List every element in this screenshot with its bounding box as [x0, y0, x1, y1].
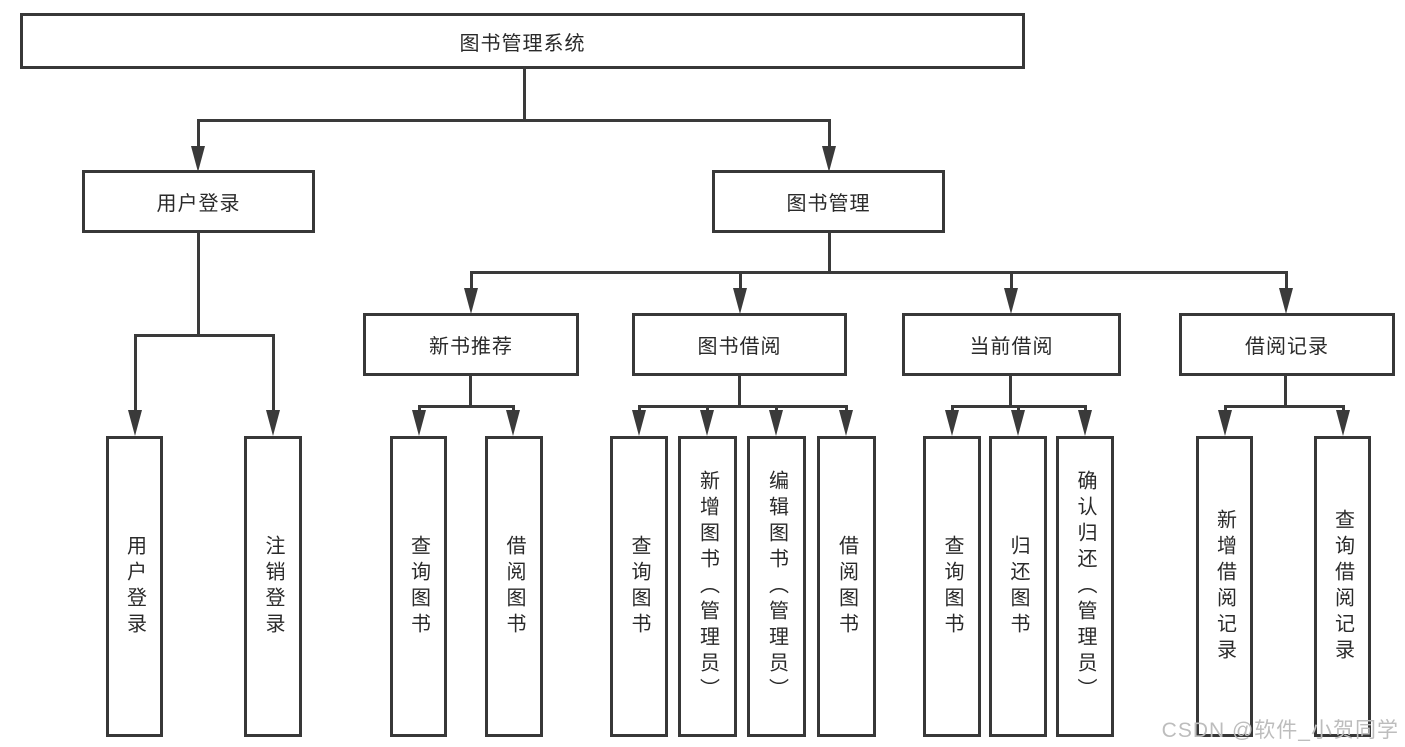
leaf-label: 查询图书 [628, 534, 650, 639]
leaf-label: 确认归还（管理员） [1074, 469, 1096, 704]
arrowhead-down-icon [839, 410, 853, 436]
arrowhead-down-icon [1078, 410, 1092, 436]
connector-line [1010, 271, 1013, 291]
leaf-label: 用户登录 [123, 534, 146, 639]
node-borrow-record: 借阅记录 [1179, 313, 1395, 376]
connector-line [470, 271, 473, 291]
connector-line [1017, 405, 1020, 413]
connector-line [638, 405, 848, 408]
leaf-label: 新增图书（管理员） [696, 469, 719, 704]
leaf-label: 编辑图书（管理员） [765, 469, 788, 704]
connector-line [197, 232, 200, 336]
connector-line [775, 405, 778, 413]
connector-line [418, 405, 421, 413]
leaf-borrow-books-recommend: 借阅图书 [485, 436, 543, 737]
connector-line [272, 334, 275, 413]
arrowhead-down-icon [266, 410, 280, 436]
arrowhead-down-icon [632, 410, 646, 436]
connector-line [197, 119, 200, 149]
node-current-borrow: 当前借阅 [902, 313, 1121, 376]
arrowhead-down-icon [769, 410, 783, 436]
connector-line [739, 271, 742, 291]
node-book-management: 图书管理 [712, 170, 945, 233]
arrowhead-down-icon [733, 288, 747, 314]
node-library-system: 图书管理系统 [20, 13, 1025, 69]
arrowhead-down-icon [822, 146, 836, 172]
connector-line [1284, 375, 1287, 407]
leaf-label: 查询借阅记录 [1331, 508, 1354, 665]
connector-line [845, 405, 848, 413]
arrowhead-down-icon [412, 410, 426, 436]
arrowhead-down-icon [700, 410, 714, 436]
node-new-book-recommend: 新书推荐 [363, 313, 579, 376]
node-label: 图书管理 [786, 193, 871, 215]
leaf-label: 查询图书 [407, 534, 430, 639]
leaf-query-borrow-record: 查询借阅记录 [1314, 436, 1371, 737]
node-user-login: 用户登录 [82, 170, 315, 233]
arrowhead-down-icon [464, 288, 478, 314]
leaf-borrow-books: 借阅图书 [817, 436, 876, 737]
connector-line [134, 334, 137, 413]
leaf-query-books-borrow: 查询图书 [610, 436, 668, 737]
connector-line [1224, 405, 1227, 413]
arrowhead-down-icon [1218, 410, 1232, 436]
csdn-watermark: CSDN @软件_小贺同学 [1161, 719, 1399, 742]
arrowhead-down-icon [191, 146, 205, 172]
connector-line [470, 271, 1288, 274]
connector-line [197, 119, 831, 122]
connector-line [1342, 405, 1345, 413]
leaf-label: 注销登录 [262, 534, 284, 639]
leaf-label: 查询图书 [941, 534, 963, 639]
leaf-label: 归还图书 [1007, 534, 1029, 639]
connector-line [523, 67, 526, 121]
node-book-borrow: 图书借阅 [632, 313, 847, 376]
node-label: 当前借阅 [969, 336, 1054, 358]
node-label: 图书借阅 [697, 336, 782, 358]
connector-line [828, 232, 831, 273]
connector-line [512, 405, 515, 413]
connector-line [1084, 405, 1087, 413]
leaf-return-books: 归还图书 [989, 436, 1047, 737]
arrowhead-down-icon [128, 410, 142, 436]
connector-line [1009, 375, 1012, 407]
connector-line [828, 119, 831, 149]
connector-line [1285, 271, 1288, 291]
arrowhead-down-icon [945, 410, 959, 436]
connector-line [706, 405, 709, 413]
leaf-label: 借阅图书 [503, 534, 525, 639]
connector-line [951, 405, 954, 413]
arrowhead-down-icon [1279, 288, 1293, 314]
leaf-add-books-admin: 新增图书（管理员） [678, 436, 737, 737]
leaf-query-books-current: 查询图书 [923, 436, 981, 737]
arrowhead-down-icon [1011, 410, 1025, 436]
node-label: 借阅记录 [1245, 336, 1329, 358]
leaf-user-login: 用户登录 [106, 436, 163, 737]
leaf-logout: 注销登录 [244, 436, 302, 737]
arrowhead-down-icon [506, 410, 520, 436]
leaf-query-books-recommend: 查询图书 [390, 436, 447, 737]
leaf-edit-books-admin: 编辑图书（管理员） [747, 436, 806, 737]
node-label: 用户登录 [156, 193, 241, 215]
leaf-add-borrow-record: 新增借阅记录 [1196, 436, 1253, 737]
connector-line [638, 405, 641, 413]
arrowhead-down-icon [1336, 410, 1350, 436]
leaf-label: 借阅图书 [835, 534, 858, 639]
connector-line [418, 405, 515, 408]
connector-line [738, 375, 741, 407]
leaf-label: 新增借阅记录 [1213, 508, 1236, 665]
arrowhead-down-icon [1004, 288, 1018, 314]
connector-line [134, 334, 275, 337]
leaf-confirm-return-admin: 确认归还（管理员） [1056, 436, 1114, 737]
node-label: 新书推荐 [429, 336, 513, 358]
connector-line [1224, 405, 1345, 408]
node-label: 图书管理系统 [459, 32, 586, 55]
connector-line [469, 375, 472, 407]
